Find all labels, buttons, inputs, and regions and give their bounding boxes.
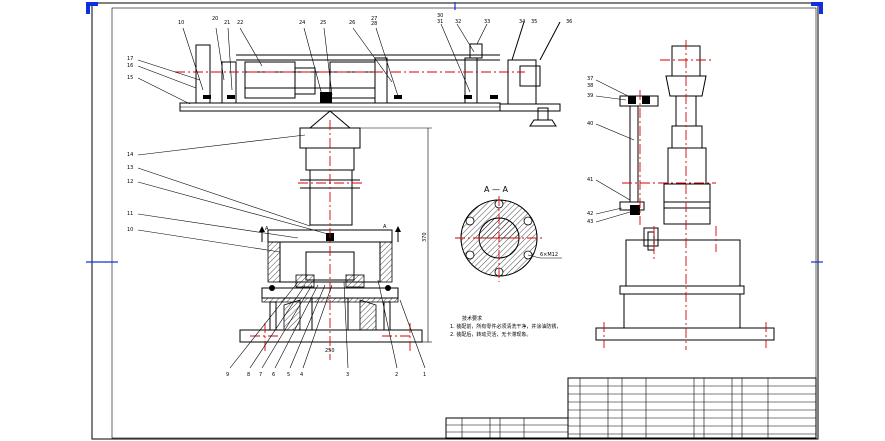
part-number: 16 [127,63,133,69]
part-number: 4 [300,372,303,378]
front-view-top-bar [175,21,561,127]
part-number: 33 [484,19,490,25]
part-number: 41 [587,177,593,183]
part-number: 35 [531,19,537,25]
section-label: A — A [484,185,509,194]
dimension-base: 250 [325,348,335,354]
notes-line-1: 1. 装配前，所有零件必须清洗干净，并涂油防锈， [450,323,561,330]
part-number: 24 [299,20,305,26]
part-number: 5 [287,372,290,378]
cut-marker-right: A [383,224,387,230]
part-number: 37 [587,76,593,82]
section-a-a-view: A — A 6×M12 [455,185,562,282]
part-number: 2 [395,372,398,378]
part-number: 14 [127,152,133,158]
part-number: 10 [127,227,133,233]
part-numbers-right: 37 38 39 40 41 42 43 [587,76,635,225]
part-number: 40 [587,121,593,127]
technical-notes: 技术要求 1. 装配前，所有零件必须清洗干净，并涂油防锈， 2. 装配后，转动灵… [450,315,561,338]
part-numbers-left: 17 16 15 14 13 12 11 10 [127,56,133,233]
part-numbers-top: 10 20 21 22 24 25 26 27 28 30 31 32 33 3… [178,13,572,27]
part-number: 9 [226,372,229,378]
part-number: 32 [455,19,461,25]
front-view-base [239,120,423,360]
part-number: 1 [423,372,426,378]
front-view-column [298,110,364,226]
side-view [595,40,775,350]
part-number: 36 [566,19,572,25]
corner-mark-tl [86,2,98,14]
cut-marker-left: A [265,226,269,232]
part-number: 42 [587,211,593,217]
dimension-height: 370 [422,232,428,242]
part-number: 7 [259,372,262,378]
part-number: 27 [371,16,377,22]
part-number: 22 [237,20,243,26]
part-number: 8 [247,372,250,378]
part-number: 31 [437,19,443,25]
part-numbers-bottom: 9 8 7 6 5 4 3 2 1 [226,372,426,378]
notes-line-2: 2. 装配后，转动灵活，无卡滞现象。 [450,331,531,338]
corner-mark-tr [811,2,823,14]
leaders-left [137,59,329,253]
part-number: 38 [587,83,593,89]
part-number: 6 [272,372,275,378]
part-number: 39 [587,93,593,99]
dimension-and-cut-marks: A A 370 250 [259,127,432,354]
part-number: 30 [437,13,443,19]
part-number: 11 [127,211,133,217]
part-number: 12 [127,179,133,185]
part-number: 21 [224,20,230,26]
leaders-top [182,23,488,97]
part-number: 17 [127,56,133,62]
part-number: 34 [519,19,525,25]
part-number: 13 [127,165,133,171]
part-number: 28 [371,21,377,27]
part-number: 20 [212,16,218,22]
bolt-callout: 6×M12 [540,252,558,258]
part-number: 15 [127,75,133,81]
leaders-bottom [229,279,426,369]
notes-title: 技术要求 [462,315,482,322]
parts-list-table [445,377,817,439]
part-number: 26 [349,20,355,26]
sheet-frame [86,2,823,440]
part-number: 43 [587,219,593,225]
part-number: 25 [320,20,326,26]
part-number: 3 [346,372,349,378]
part-number: 10 [178,20,184,26]
